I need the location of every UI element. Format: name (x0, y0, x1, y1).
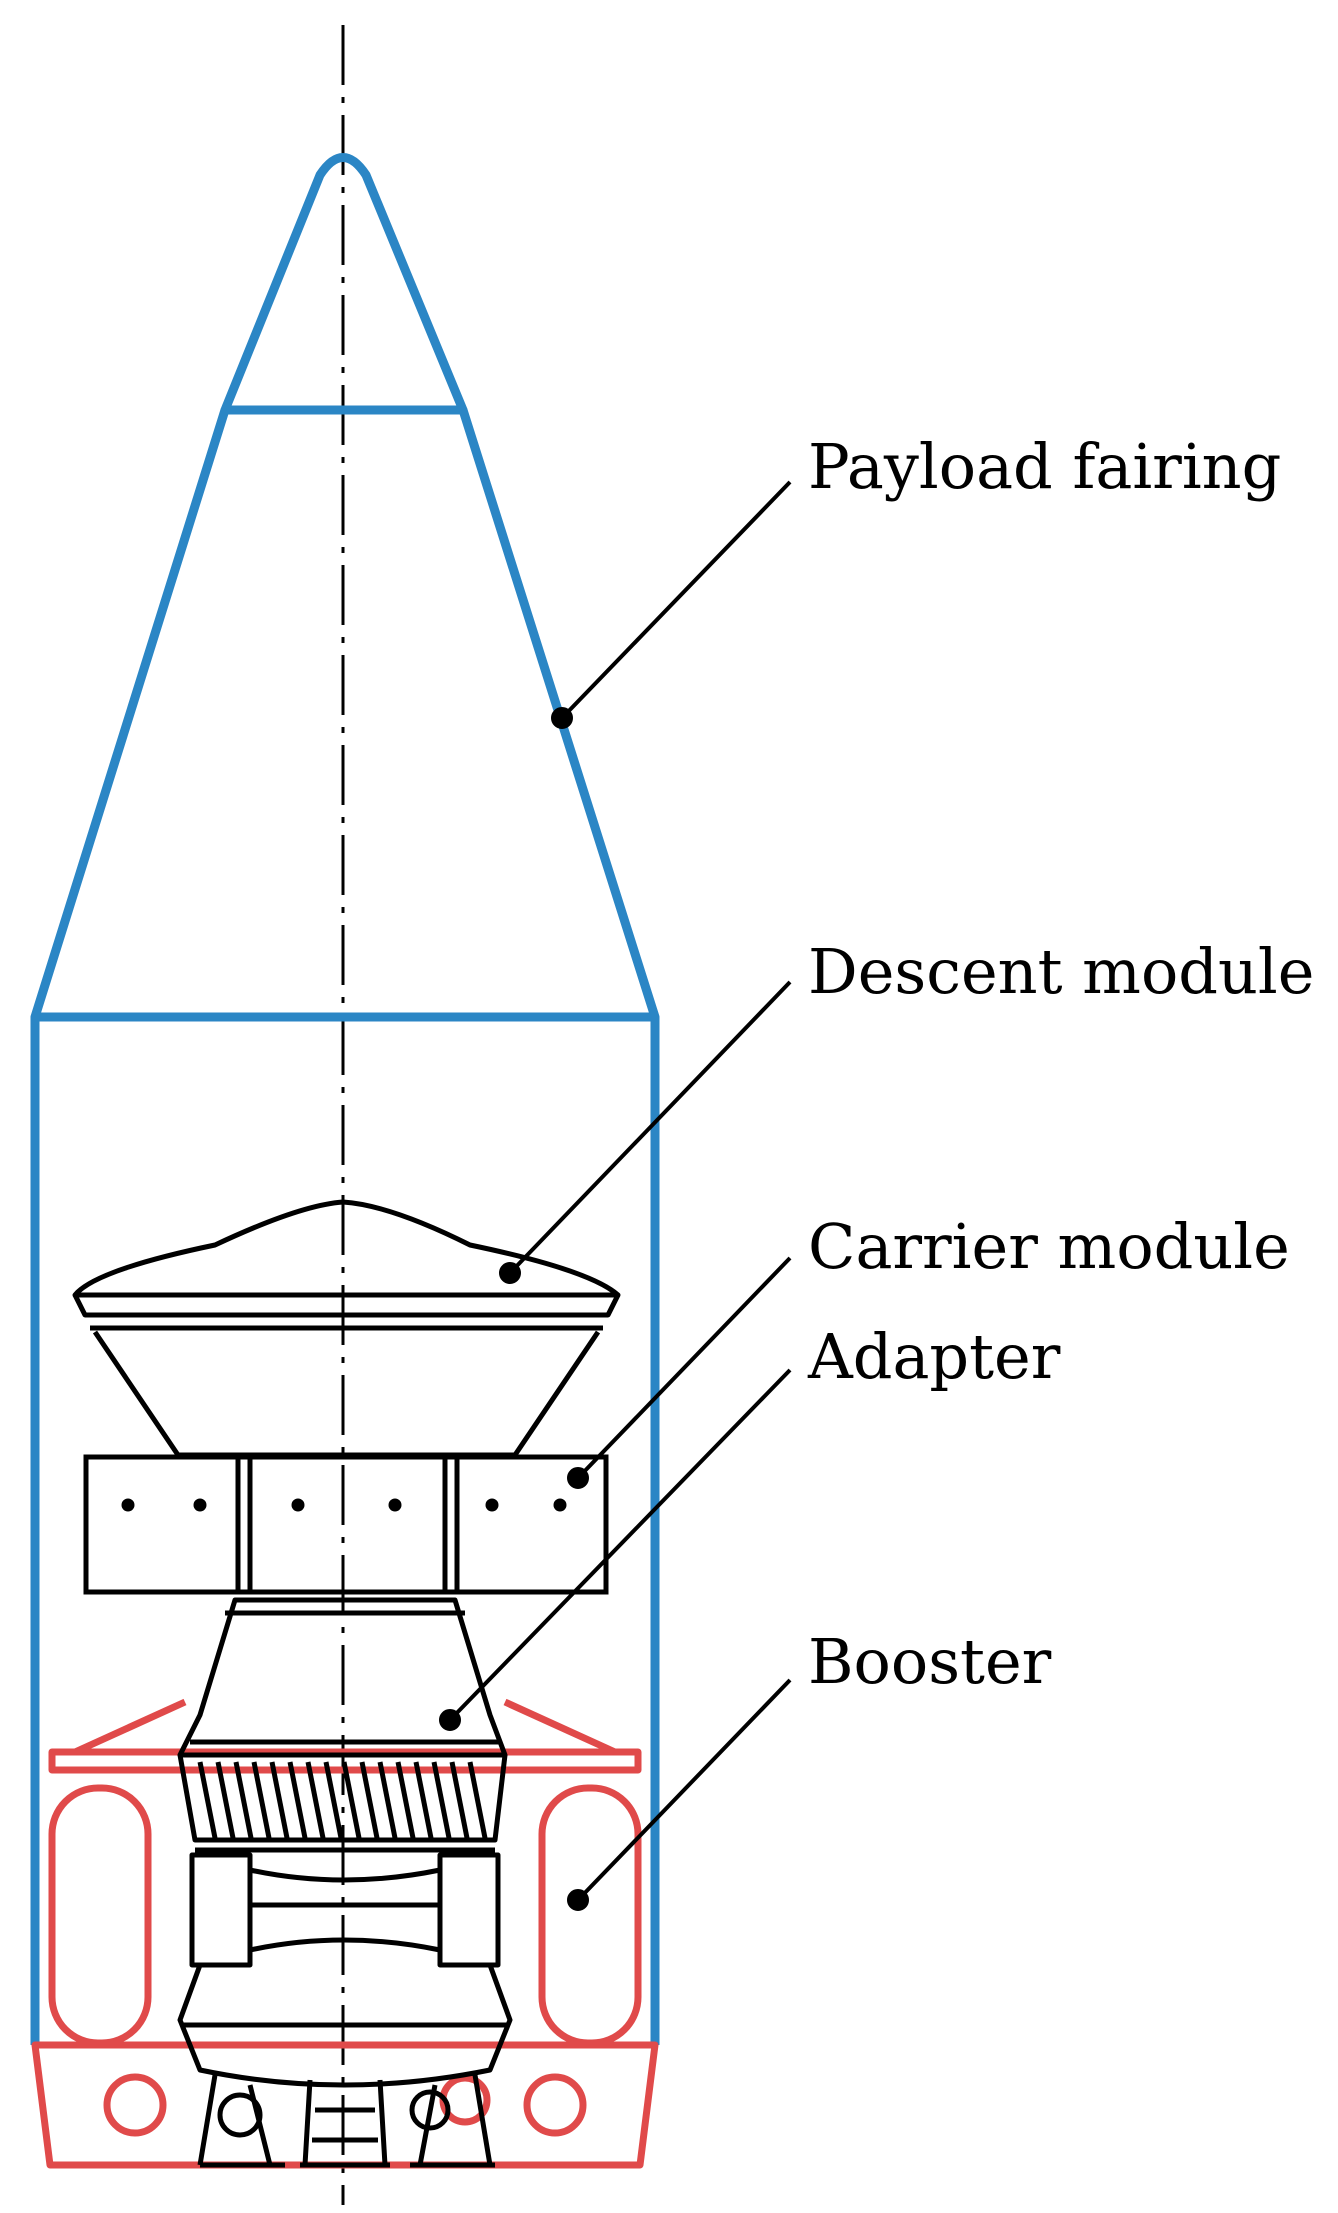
label-booster: Booster (808, 1625, 1052, 1698)
label-carrier-module: Carrier module (808, 1210, 1290, 1283)
label-descent-module: Descent module (808, 935, 1314, 1008)
descent-module (72, 1199, 621, 1458)
carrier-module (83, 1454, 609, 1595)
label-payload-fairing: Payload fairing (808, 430, 1281, 503)
payload-fairing (30, 153, 660, 2045)
adapter (177, 1597, 513, 2168)
leader-lines (439, 480, 792, 1911)
label-adapter: Adapter (807, 1320, 1061, 1393)
